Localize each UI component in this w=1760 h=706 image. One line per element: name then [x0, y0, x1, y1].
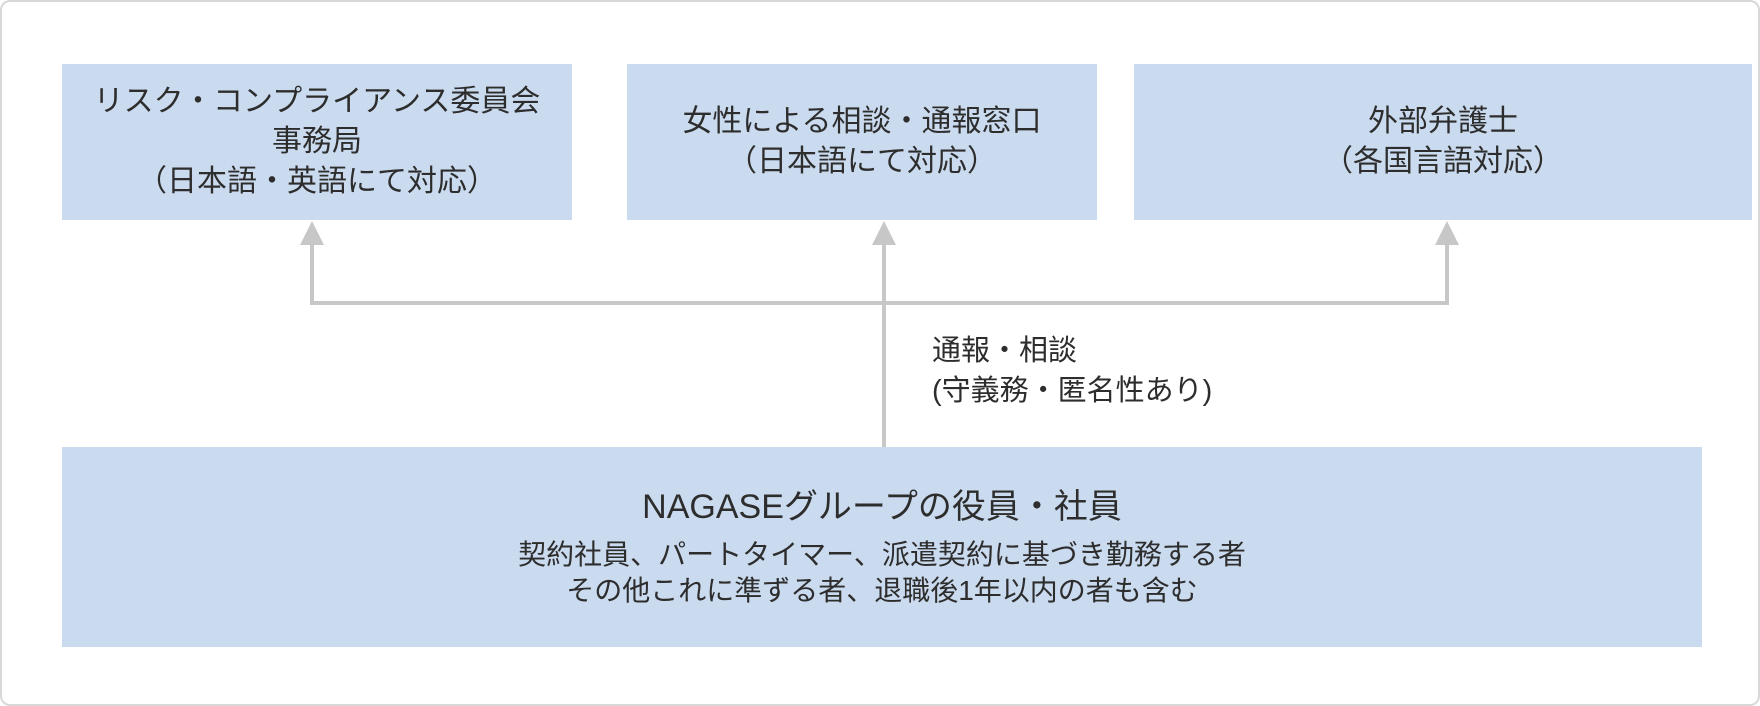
arrowhead-right-icon	[1435, 221, 1459, 245]
channel-label-line: 外部弁護士	[1368, 105, 1518, 138]
channel-box-external-lawyer: 外部弁護士 （各国言語対応）	[1134, 64, 1752, 220]
report-consult-label: 通報・相談 (守義務・匿名性あり)	[932, 331, 1212, 411]
channel-box-risk-compliance-committee: リスク・コンプライアンス委員会 事務局 （日本語・英語にて対応）	[62, 64, 572, 220]
channel-label-line: （各国言語対応）	[1323, 145, 1563, 178]
arrowhead-left-icon	[300, 221, 324, 245]
channel-label-line: （日本語にて対応）	[727, 145, 997, 178]
source-box-nagase-group-employees: NAGASEグループの役員・社員 契約社員、パートタイマー、派遣契約に基づき勤務…	[62, 447, 1702, 647]
channel-label-line: （日本語・英語にて対応）	[137, 165, 497, 198]
source-box-title: NAGASEグループの役員・社員	[642, 488, 1122, 526]
channel-label-line: 事務局	[272, 125, 362, 158]
report-consult-label-line1: 通報・相談	[932, 335, 1078, 367]
source-box-note-line1: 契約社員、パートタイマー、派遣契約に基づき勤務する者	[518, 539, 1246, 570]
channel-label-line: リスク・コンプライアンス委員会	[93, 85, 541, 118]
report-consult-label-line2: (守義務・匿名性あり)	[932, 375, 1213, 407]
source-box-note-line2: その他これに準ずる者、退職後1年以内の者も含む	[566, 575, 1198, 606]
channel-box-womens-contact-point: 女性による相談・通報窓口 （日本語にて対応）	[627, 64, 1097, 220]
arrowhead-middle-icon	[872, 221, 896, 245]
channel-label-line: 女性による相談・通報窓口	[682, 105, 1042, 138]
